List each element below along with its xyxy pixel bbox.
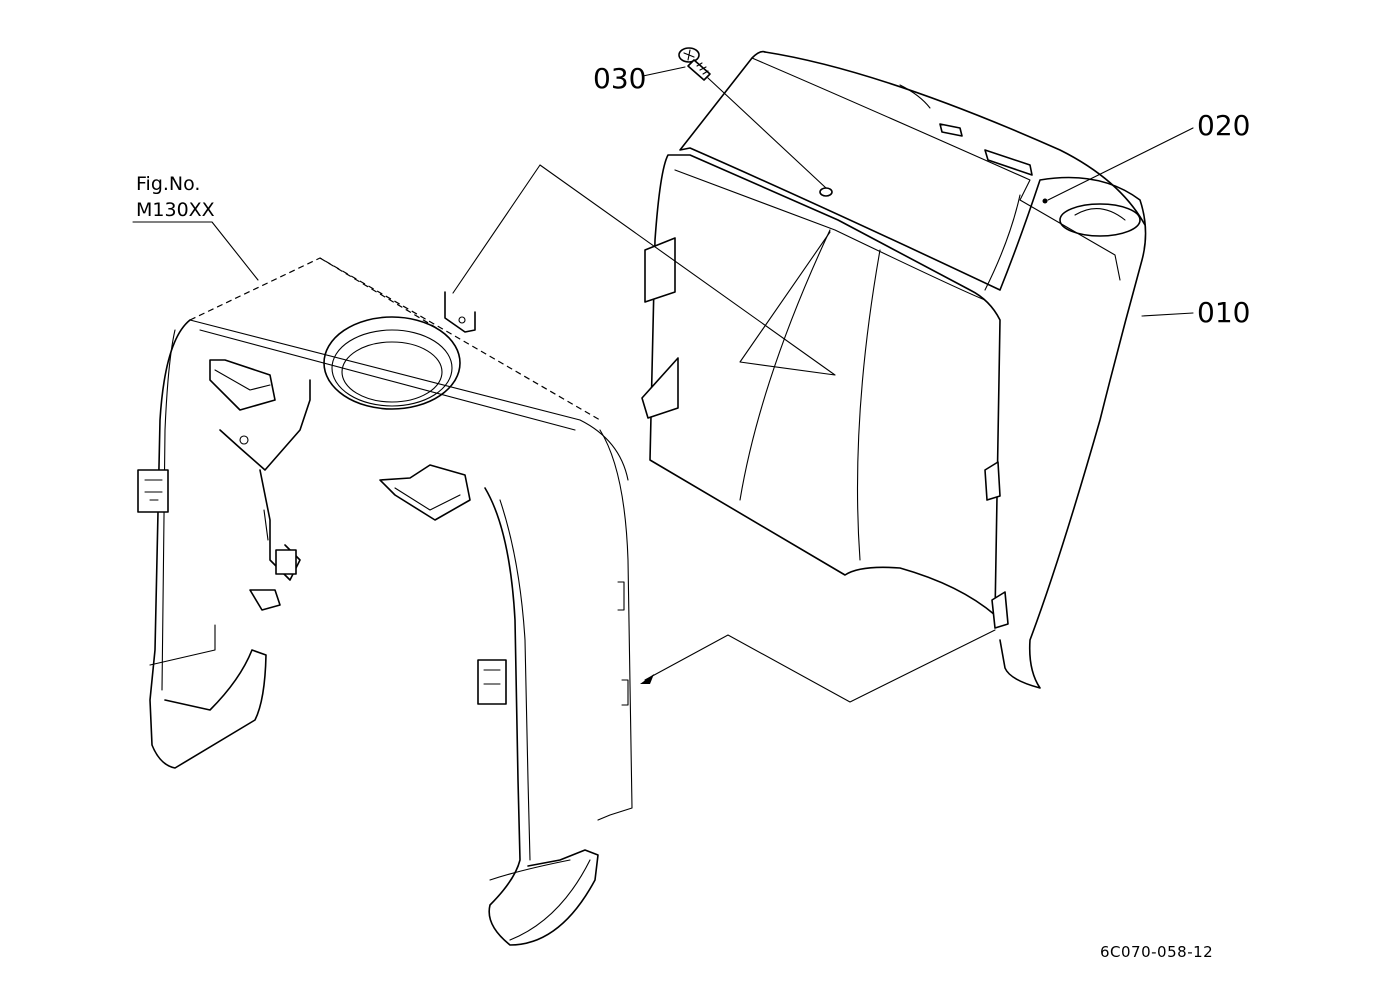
callout-030-label: 030 (593, 62, 646, 95)
right-clip (477, 659, 507, 705)
reference-housing (132, 221, 633, 946)
callout-020-label: 020 (1197, 109, 1250, 142)
fig-no-label: Fig.No. (136, 173, 200, 195)
screw-030 (678, 47, 711, 81)
cover-assembly (641, 50, 1147, 689)
guide-lines (452, 77, 996, 703)
round-opening (323, 316, 461, 410)
left-clip (137, 469, 169, 513)
fig-no-value: M130XX (136, 199, 215, 221)
callout-010-label: 010 (1197, 296, 1250, 329)
callout-leaders (642, 66, 1194, 317)
drawing-code: 6C070-058-12 (1100, 943, 1213, 961)
